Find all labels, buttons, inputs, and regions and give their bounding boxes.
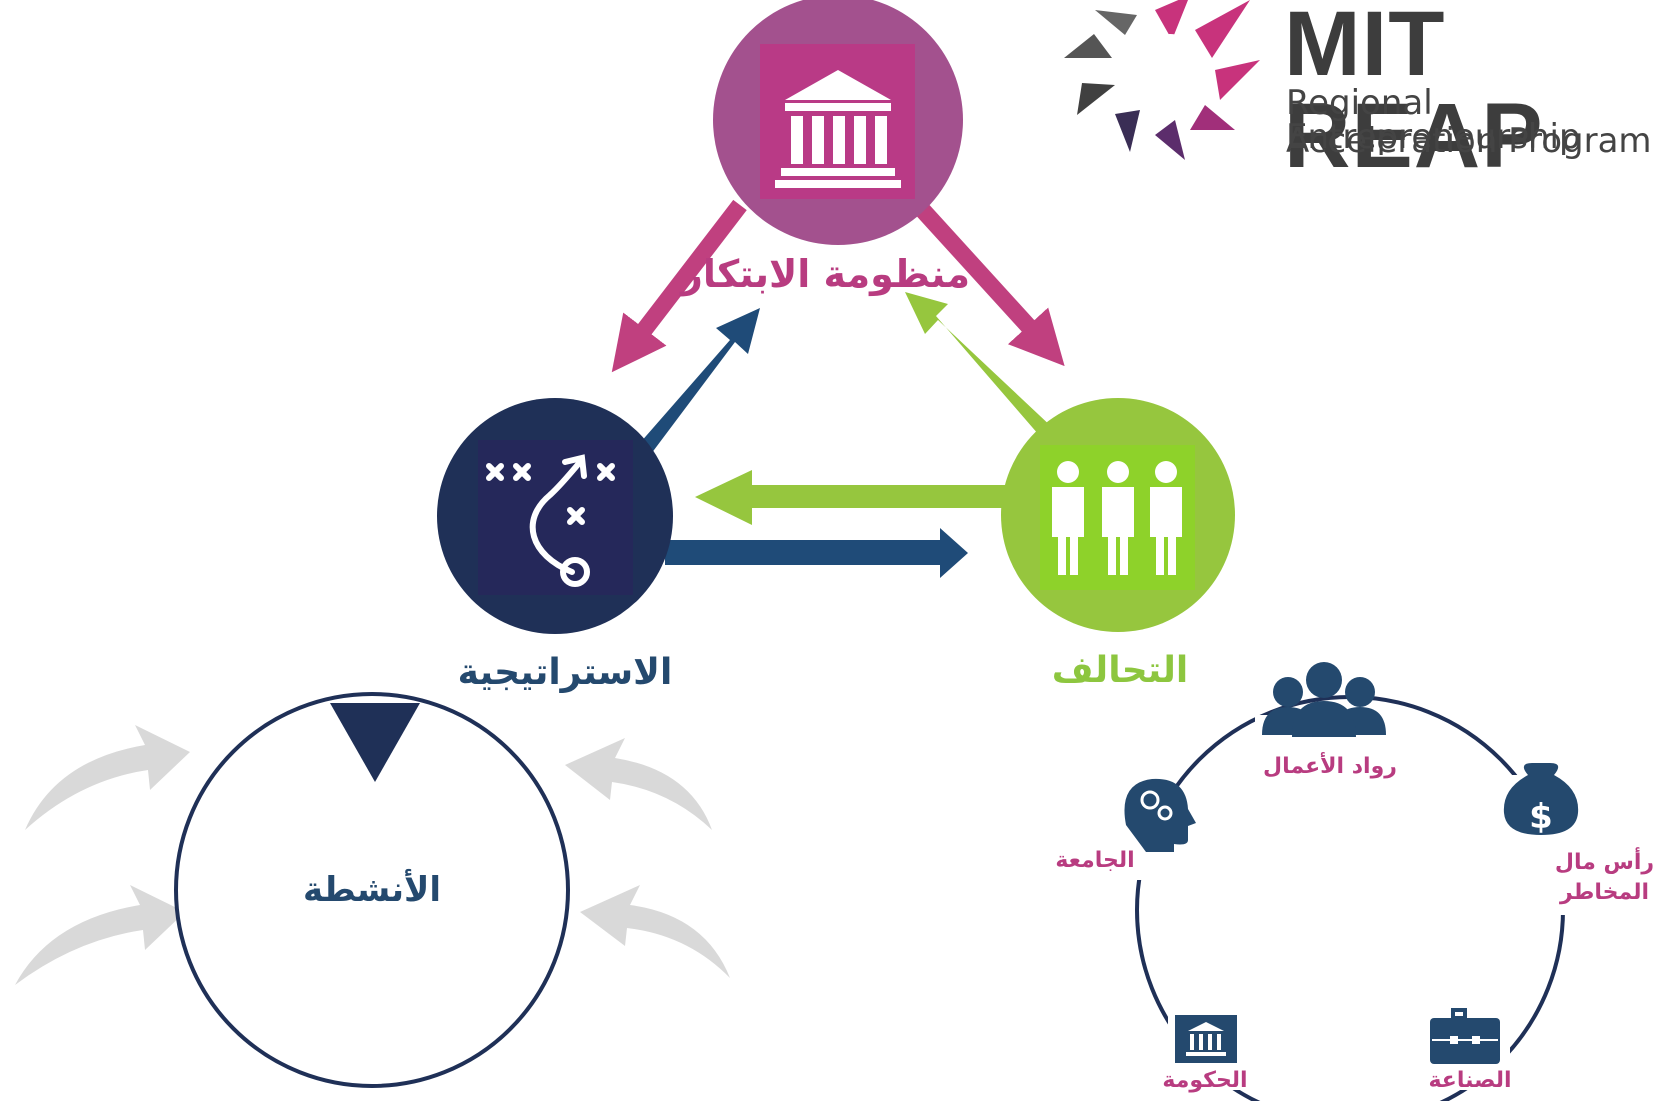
- grey-arrow-top-right: [565, 738, 712, 830]
- label-risk-capital-2: المخاطر: [1559, 880, 1650, 905]
- arrow-top-to-right: [911, 199, 1065, 367]
- incoming-arrows: [15, 725, 730, 985]
- logo-subtitle-line2: Acceleration Program: [1286, 121, 1652, 161]
- people-group-icon: [1052, 461, 1182, 575]
- activities-pointer: [330, 703, 420, 782]
- label-government: الحكومة: [1162, 1068, 1248, 1093]
- institution-icon: [775, 70, 901, 188]
- node-strategy: [437, 398, 673, 634]
- label-risk-capital-1: رأس مال: [1554, 850, 1655, 875]
- grey-arrow-bottom-left: [15, 885, 185, 985]
- entrepreneurs-icon: [1262, 662, 1386, 737]
- grey-arrow-bottom-right: [580, 885, 730, 978]
- label-innovation-ecosystem: منظومة الابتكار: [680, 252, 970, 296]
- svg-text:$: $: [1529, 797, 1553, 837]
- label-entrepreneurs: رواد الأعمال: [1263, 754, 1397, 779]
- node-alliance: [1001, 398, 1235, 632]
- label-corporate: الصناعة: [1428, 1068, 1512, 1093]
- grey-arrow-top-left: [25, 725, 190, 830]
- arrow-right-to-left: [695, 470, 1005, 525]
- university-head-icon: [1124, 778, 1196, 852]
- playbook-icon: [486, 454, 615, 587]
- arrow-left-to-top: [632, 308, 760, 462]
- label-strategy: الاستراتيجية: [457, 652, 673, 693]
- money-bag-icon: $: [1503, 763, 1579, 837]
- node-innovation-ecosystem: [713, 0, 963, 245]
- arrow-right-to-top: [905, 292, 1055, 442]
- arrow-left-to-right: [665, 528, 968, 578]
- activities-cycle: [174, 692, 570, 1088]
- label-activities: الأنشطة: [302, 870, 442, 910]
- arrow-top-to-left: [611, 199, 747, 373]
- government-icon: [1175, 1015, 1237, 1063]
- label-university: الجامعة: [1055, 848, 1135, 873]
- briefcase-icon: [1430, 1008, 1500, 1064]
- label-alliance: التحالف: [1051, 650, 1189, 691]
- logo-title: MIT REAP: [1284, 0, 1544, 187]
- logo-subtitle-line1: Regional Entrepreneurship: [1286, 83, 1581, 157]
- magenta-arrows: [611, 199, 1065, 373]
- mit-reap-logo-mark: [1064, 0, 1260, 160]
